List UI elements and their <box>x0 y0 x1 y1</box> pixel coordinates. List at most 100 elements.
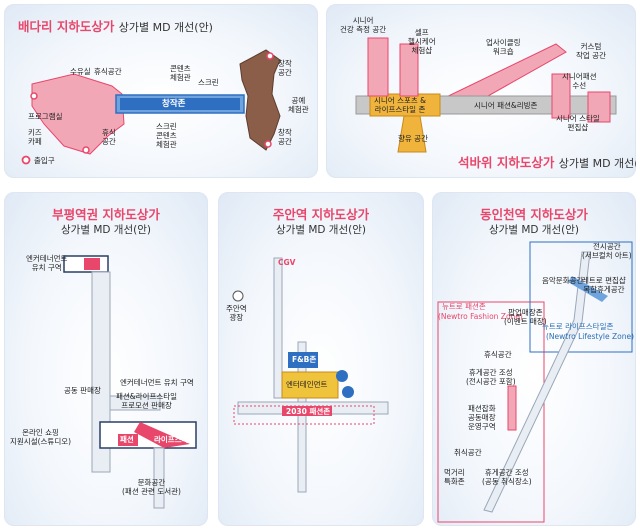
seokbawi-senior-sports: 시니어 스포츠 & 라이프스타일 존 <box>374 96 427 114</box>
dongincheon-newtro-fashion-en: (Newtro Fashion Zone) <box>438 312 523 321</box>
badari-rest1: 휴식공간 <box>94 67 122 76</box>
seokbawi-upcycling: 업사이클링 워크숍 <box>486 38 521 56</box>
dongincheon-map <box>437 241 633 523</box>
juan-left-corridor <box>273 257 283 399</box>
bupyeong-culture: 문화공간 (패션 관련 도서관) <box>122 478 181 496</box>
dongincheon-newtro-life: 뉴트로 라이프스타일존 <box>542 322 614 331</box>
badari-legend-entrance-icon <box>21 155 31 165</box>
badari-pink-area <box>31 73 125 155</box>
dongincheon-popup: 팝업매장존 (이벤트 매장) <box>504 308 547 326</box>
badari-creation-space2: 창작 공간 <box>278 128 292 146</box>
bupyeong-common-sale: 공동 판매장 <box>64 386 101 395</box>
dongincheon-retro: 레트로 편집샵 복합휴게공간 <box>582 276 626 294</box>
badari-entrance-3 <box>266 52 274 60</box>
badari-title: 배다리 지하도상가 상가별 MD 개선(안) <box>18 16 213 35</box>
bupyeong-fashion-block <box>118 434 138 446</box>
dongincheon-blue-block <box>568 276 608 302</box>
seokbawi-title-text: 석바위 지하도상가 <box>458 155 555 170</box>
dongincheon-rest-create2: 휴게공간 조성 (공동 취식장소) <box>482 468 532 486</box>
badari-screen-content: 스크린 콘텐츠 체험관 <box>156 122 177 149</box>
juan-entertainment: 엔터테인먼트 <box>286 380 328 389</box>
seokbawi-left-branch <box>367 37 389 97</box>
dongincheon-newtro-life-en: (Newtro Lifestyle Zone) <box>546 332 635 341</box>
dongincheon-newtro-fashion-frame <box>437 301 545 523</box>
seokbawi-subtitle: 상가별 MD 개선(안) <box>558 157 636 170</box>
dongincheon-corridor <box>483 251 591 513</box>
bupyeong-subtitle: 상가별 MD 개선(안) <box>61 224 151 236</box>
panel-bupyeong: 부평역권 지하도상가 상가별 MD 개선(안) 엔커테너먼트 유치 구역 공동 … <box>4 192 208 526</box>
juan-marker-2 <box>342 386 354 398</box>
bupyeong-title: 부평역권 지하도상가 <box>52 207 160 222</box>
seokbawi-left-branch-2 <box>399 43 419 97</box>
juan-mid-corridor <box>297 341 307 493</box>
seokbawi-orange-stem <box>397 115 427 153</box>
badari-entrance-1 <box>30 92 38 100</box>
juan-subtitle: 상가별 MD 개선(안) <box>276 224 366 236</box>
seokbawi-custom: 커스텀 작업 공간 <box>576 42 606 60</box>
panel-dongincheon: 동인천역 지하도상가 상가별 MD 개선(안) 전시공간 (서브컬처 아트) 음… <box>432 192 636 526</box>
seokbawi-senior-fashion: 시니어패션 수선 <box>562 72 597 90</box>
badari-screen: 스크린 <box>198 78 219 87</box>
juan-fb: F&B존 <box>292 355 317 364</box>
dongincheon-fashion-shop: 패션잡화 공동매장 운영구역 <box>468 404 496 431</box>
panel-seokbawi: 시니어 건강 측정 공간 셀프 헬시케어 체험샵 업사이클링 워크숍 커스텀 작… <box>326 4 636 178</box>
badari-program: 프로그램실 <box>28 112 63 121</box>
badari-title-text: 배다리 지하도상가 <box>18 19 115 34</box>
seokbawi-self-health: 셀프 헬시케어 체험샵 <box>408 28 436 55</box>
badari-craft-hall: 공예 체험관 <box>288 96 309 114</box>
seokbawi-fashion-zone: 시니어 패션&리빙존 <box>474 101 538 110</box>
bupyeong-lower-branch <box>153 447 165 509</box>
seokbawi-right-branch <box>551 73 571 119</box>
juan-fashion-outline <box>233 405 375 425</box>
badari-brown-area <box>239 49 281 151</box>
dongincheon-rest-create: 휴게공간 조성 (전시공간 포함) <box>466 368 516 386</box>
badari-rest2: 휴식 공간 <box>102 128 116 146</box>
bupyeong-fashion-life: 패션&라이프스타일 프로모션 판매장 <box>116 392 178 410</box>
badari-creation-space1: 창작 공간 <box>278 59 292 77</box>
bupyeong-lifestyle: 라이프스타일 <box>154 435 196 444</box>
bupyeong-ent-mid: 엔커테너먼트 유치 구역 <box>120 378 194 387</box>
dongincheon-newtro-life-frame <box>529 241 633 353</box>
seokbawi-senior-health: 시니어 건강 측정 공간 <box>340 16 387 34</box>
bupyeong-ent-top: 엔커테너먼트 유치 구역 <box>26 254 68 272</box>
juan-fashion-zone <box>282 406 332 416</box>
juan-cgv: CGV <box>278 258 296 267</box>
seokbawi-enjoy: 향유 공간 <box>398 134 428 143</box>
seokbawi-map <box>355 37 617 153</box>
panel-juan: 주안역 지하도상가 상가별 MD 개선(안) CGV 주안역 광장 F&B존 엔… <box>218 192 424 526</box>
badari-creation-zone: 창작존 <box>162 99 186 109</box>
juan-marker-1 <box>336 370 348 382</box>
dongincheon-music: 음악문화공간 <box>542 276 584 285</box>
dongincheon-relax: 취식공간 <box>454 448 482 457</box>
badari-zone-inner <box>120 98 240 110</box>
juan-map <box>232 257 389 493</box>
dongincheon-exhibition: 전시공간 (서브컬처 아트) <box>582 242 632 260</box>
dongincheon-rest: 휴식공간 <box>484 350 512 359</box>
juan-fashion2030: 2030 패션존 <box>286 407 331 416</box>
badari-kids: 키즈 카페 <box>28 128 42 146</box>
bupyeong-fashion: 패션 <box>120 435 134 444</box>
dongincheon-newtro-fashion: 뉴트로 패션존 <box>442 302 486 311</box>
seokbawi-right-end <box>587 91 611 123</box>
seokbawi-title: 석바위 지하도상가 상가별 MD 개선(안) <box>458 152 636 171</box>
dongincheon-title: 동인천역 지하도상가 <box>480 207 588 222</box>
dongincheon-street-food: 먹거리 특화존 <box>444 468 465 486</box>
badari-map <box>21 49 281 165</box>
bupyeong-online: 온라인 쇼핑 지원시설(스튜디오) <box>10 428 72 446</box>
badari-subtitle: 상가별 MD 개선(안) <box>118 21 213 34</box>
badari-entrance-4 <box>264 140 272 148</box>
juan-fb-zone <box>288 352 318 368</box>
bupyeong-diag-block <box>134 422 190 448</box>
juan-ent-zone <box>281 371 339 399</box>
juan-park-marker <box>232 290 244 302</box>
badari-legend-label: 출입구 <box>34 156 55 165</box>
juan-park: 주안역 광장 <box>226 304 247 322</box>
dongincheon-pink-block <box>507 385 517 431</box>
bupyeong-top-red <box>84 258 100 270</box>
badari-nursing: 수유실 <box>70 67 91 76</box>
bupyeong-map <box>63 255 197 509</box>
bupyeong-branch <box>109 395 161 411</box>
dongincheon-subtitle: 상가별 MD 개선(안) <box>489 224 579 236</box>
badari-content1: 콘텐츠 체험관 <box>170 64 191 82</box>
seokbawi-senior-style: 시니어 스타일 편집샵 <box>556 114 600 132</box>
